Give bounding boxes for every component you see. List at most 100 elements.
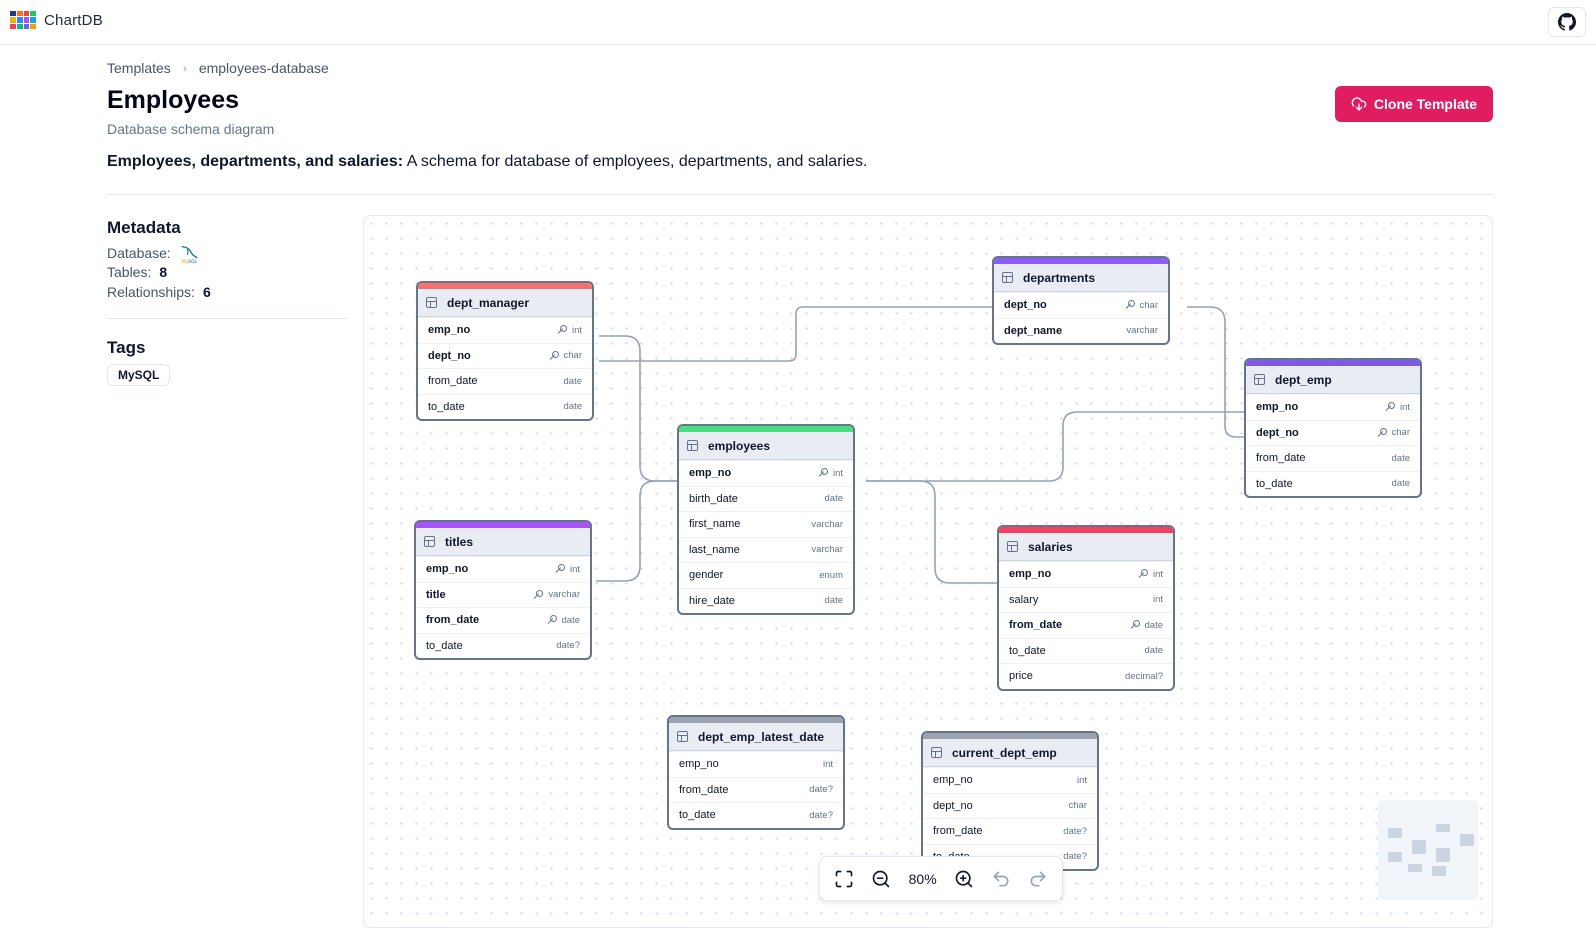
breadcrumb-current[interactable]: employees-database (198, 60, 329, 76)
github-button[interactable] (1548, 7, 1586, 37)
field-name: birth_date (689, 492, 738, 505)
table-header[interactable]: salaries (999, 533, 1173, 561)
field-name: from_date (1256, 452, 1306, 465)
field-name: from_date (679, 783, 729, 796)
field-type-label: date (824, 493, 844, 505)
chevron-right-icon: › (182, 61, 187, 75)
table-header[interactable]: dept_emp_latest_date (669, 723, 843, 751)
minimap-node (1388, 852, 1402, 862)
field-type-label: char (1068, 800, 1087, 812)
tag-mysql[interactable]: MySQL (107, 364, 171, 386)
field-type-label: int (571, 324, 582, 336)
maximize-icon (835, 870, 853, 887)
zoom-in-button[interactable] (949, 864, 979, 894)
field-type-label: date (561, 614, 581, 626)
table-color-bar (416, 522, 590, 528)
fit-view-button[interactable] (829, 864, 859, 894)
breadcrumb-templates[interactable]: Templates (107, 60, 171, 76)
field-type: char (1377, 427, 1410, 438)
key-icon (818, 468, 828, 478)
field-name: first_name (689, 518, 741, 531)
table-field-from-date[interactable]: from_date date? (669, 776, 843, 803)
sidebar-divider (107, 318, 347, 319)
table-header[interactable]: titles (416, 528, 590, 556)
undo-button[interactable] (986, 864, 1016, 894)
field-type-label: int (1399, 401, 1410, 413)
field-name: dept_no (428, 349, 471, 362)
table-field-from-date[interactable]: from_date date (1246, 445, 1420, 471)
field-type-label: date (563, 401, 583, 413)
field-type: int (555, 564, 580, 575)
table-color-bar (679, 426, 853, 432)
field-type: date (547, 614, 581, 626)
field-name: dept_no (1004, 299, 1047, 312)
table-header[interactable]: current_dept_emp (923, 739, 1097, 767)
key-icon (533, 589, 544, 600)
minimap-node (1388, 828, 1402, 838)
key-icon (549, 350, 559, 361)
field-type-label: date? (556, 640, 580, 652)
brand[interactable]: ChartDB (10, 11, 103, 29)
redo-button[interactable] (1023, 864, 1053, 894)
table-field-birth-date[interactable]: birth_date date (679, 485, 853, 512)
clone-template-button[interactable]: Clone Template (1335, 86, 1493, 122)
description-text: A schema for database of employees, depa… (406, 153, 868, 170)
table-header[interactable]: employees (679, 432, 853, 460)
zoom-out-button[interactable] (866, 864, 896, 894)
table-header[interactable]: departments (994, 264, 1168, 292)
field-type-label: date? (809, 784, 833, 796)
field-type-label: date? (1063, 825, 1087, 837)
table-icon (426, 297, 437, 308)
relationships-label: Relationships: (107, 284, 195, 300)
table-header[interactable]: dept_manager (418, 289, 592, 317)
minimap[interactable] (1378, 800, 1478, 900)
logo-tile (30, 11, 36, 17)
table-header[interactable]: dept_emp (1246, 366, 1420, 394)
edge-titles-emp-no (596, 480, 683, 582)
field-type-label: int (832, 467, 843, 479)
table-icon (931, 747, 942, 758)
key-icon (1377, 427, 1387, 438)
key-icon (547, 615, 557, 625)
logo-tile (16, 23, 23, 29)
field-type-label: date (824, 595, 844, 607)
field-type-label: date (1391, 452, 1411, 464)
